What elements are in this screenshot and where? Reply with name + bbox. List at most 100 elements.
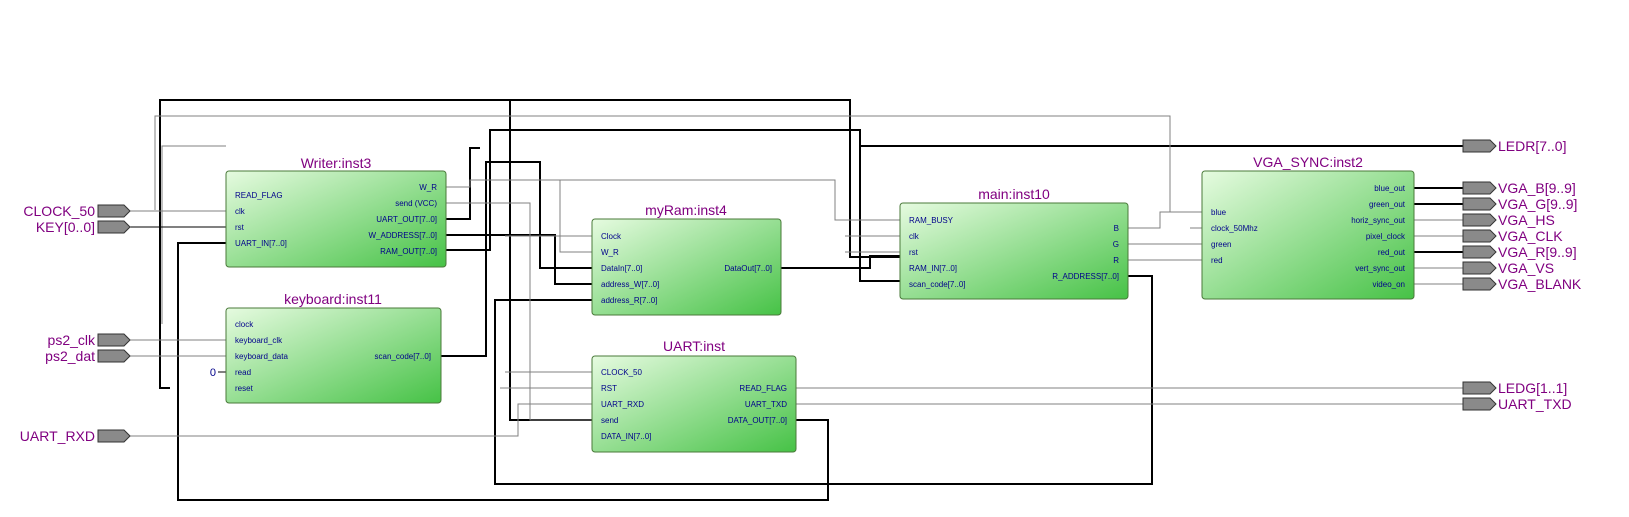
pin-label: VGA_VS xyxy=(1498,260,1554,276)
block-myram[interactable]: myRam:inst4 Clock W_R DataIn[7..0] addre… xyxy=(591,202,782,316)
port-data-in: DATA_IN[7..0] xyxy=(601,432,651,441)
port-send: send (VCC) xyxy=(395,199,437,208)
wire-scan-code-bus xyxy=(441,161,592,357)
pin-label: ps2_clk xyxy=(48,332,96,348)
port-w-r: W_R xyxy=(601,248,619,257)
block-body xyxy=(1201,170,1415,300)
output-pin-ledr[interactable]: LEDR[7..0] xyxy=(1462,138,1566,154)
port-read-flag: READ_FLAG xyxy=(235,191,283,200)
pin-label: UART_RXD xyxy=(20,428,95,444)
wire-ram-busy xyxy=(560,179,900,221)
input-pin-key[interactable]: KEY[0..0] xyxy=(36,219,131,235)
port-w-r: W_R xyxy=(419,183,437,192)
output-pins: LEDR[7..0] VGA_B[9..9] VGA_G[9..9] VGA_H… xyxy=(1462,138,1582,412)
wire-w-r xyxy=(446,179,592,253)
port-uart-rxd: UART_RXD xyxy=(601,400,644,409)
port-data-in: DataIn[7..0] xyxy=(601,264,642,273)
pin-label: LEDG[1..1] xyxy=(1498,380,1567,396)
port-green: green xyxy=(1211,240,1231,249)
pin-label: VGA_G[9..9] xyxy=(1498,196,1577,212)
output-pin-vga-r[interactable]: VGA_R[9..9] xyxy=(1462,244,1577,260)
port-scan-code: scan_code[7..0] xyxy=(909,280,965,289)
block-title: UART:inst xyxy=(663,338,725,354)
port-ram-out: RAM_OUT[7..0] xyxy=(380,247,437,256)
port-clk: clk xyxy=(909,232,920,241)
pin-label: KEY[0..0] xyxy=(36,219,95,235)
block-keyboard[interactable]: keyboard:inst11 clock keyboard_clk keybo… xyxy=(225,291,442,404)
wire-w-address-bus xyxy=(446,234,592,285)
block-uart[interactable]: UART:inst CLOCK_50 RST UART_RXD send DAT… xyxy=(591,338,797,453)
wire-uart-in-bus xyxy=(177,242,829,501)
wire-data-out-bus xyxy=(781,255,900,269)
port-address-w: address_W[7..0] xyxy=(601,280,659,289)
port-video-on: video_on xyxy=(1373,280,1405,289)
block-body xyxy=(591,218,782,316)
port-address-r: address_R[7..0] xyxy=(601,296,657,305)
output-pin-uart-txd[interactable]: UART_TXD xyxy=(1462,396,1572,412)
wire-send xyxy=(446,202,592,421)
wire-uart-out-bus xyxy=(446,147,480,220)
port-r-address: R_ADDRESS[7..0] xyxy=(1052,272,1119,281)
output-pin-vga-g[interactable]: VGA_G[9..9] xyxy=(1462,196,1577,212)
pin-label: VGA_HS xyxy=(1498,212,1555,228)
wire-uart-rxd xyxy=(130,403,592,437)
port-green-out: green_out xyxy=(1369,200,1406,209)
output-pin-ledg[interactable]: LEDG[1..1] xyxy=(1462,380,1567,396)
pin-label: VGA_CLK xyxy=(1498,228,1563,244)
wires xyxy=(130,99,1463,501)
pin-label: VGA_R[9..9] xyxy=(1498,244,1577,260)
port-rst: rst xyxy=(235,223,245,232)
port-clk: clk xyxy=(235,207,246,216)
port-send: send xyxy=(601,416,618,425)
input-pin-ps2-clk[interactable]: ps2_clk xyxy=(48,332,131,348)
port-ram-in: RAM_IN[7..0] xyxy=(909,264,957,273)
port-horiz-sync-out: horiz_sync_out xyxy=(1351,216,1406,225)
pin-label: VGA_BLANK xyxy=(1498,276,1582,292)
port-blue: blue xyxy=(1211,208,1227,217)
block-body xyxy=(899,202,1129,300)
port-read-flag: READ_FLAG xyxy=(739,384,787,393)
wire-ram-out-bus xyxy=(446,129,900,282)
wire-r-address-bus xyxy=(494,275,1153,485)
block-body xyxy=(225,307,442,404)
port-b: B xyxy=(1114,224,1119,233)
pin-label: ps2_dat xyxy=(45,348,95,364)
port-red: red xyxy=(1211,256,1223,265)
input-pin-ps2-dat[interactable]: ps2_dat xyxy=(45,348,131,364)
block-title: VGA_SYNC:inst2 xyxy=(1253,154,1363,170)
port-data-out: DataOut[7..0] xyxy=(724,264,772,273)
input-pin-clock-50[interactable]: CLOCK_50 xyxy=(23,203,131,219)
port-rst: RST xyxy=(601,384,617,393)
block-writer[interactable]: Writer:inst3 READ_FLAG clk rst UART_IN[7… xyxy=(225,155,447,268)
port-uart-in: UART_IN[7..0] xyxy=(235,239,287,248)
block-main[interactable]: main:inst10 RAM_BUSY clk rst RAM_IN[7..0… xyxy=(899,186,1129,300)
port-vert-sync-out: vert_sync_out xyxy=(1355,264,1406,273)
block-body xyxy=(591,355,797,453)
port-ram-busy: RAM_BUSY xyxy=(909,216,954,225)
wire-main-b xyxy=(1128,211,1202,229)
port-pixel-clock: pixel_clock xyxy=(1366,232,1406,241)
port-clock-50mhz: clock_50Mhz xyxy=(1211,224,1258,233)
output-pin-vga-blank[interactable]: VGA_BLANK xyxy=(1462,276,1582,292)
port-read: read xyxy=(235,368,251,377)
block-vga-sync[interactable]: VGA_SYNC:inst2 blue clock_50Mhz green re… xyxy=(1201,154,1415,300)
block-title: main:inst10 xyxy=(978,186,1050,202)
port-uart-out: UART_OUT[7..0] xyxy=(376,215,437,224)
pin-label: CLOCK_50 xyxy=(23,203,95,219)
port-data-out: DATA_OUT[7..0] xyxy=(728,416,787,425)
input-pin-uart-rxd[interactable]: UART_RXD xyxy=(20,428,131,444)
port-rst: rst xyxy=(909,248,919,257)
output-pin-vga-b[interactable]: VGA_B[9..9] xyxy=(1462,180,1576,196)
block-body xyxy=(225,170,447,268)
constant-read: 0 xyxy=(210,367,216,379)
port-blue-out: blue_out xyxy=(1374,184,1405,193)
port-scan-code: scan_code[7..0] xyxy=(375,352,431,361)
input-pins: CLOCK_50 KEY[0..0] ps2_clk ps2_dat UART_… xyxy=(20,203,131,444)
pin-label: UART_TXD xyxy=(1498,396,1572,412)
output-pin-vga-hs[interactable]: VGA_HS xyxy=(1462,212,1555,228)
output-pin-vga-clk[interactable]: VGA_CLK xyxy=(1462,228,1563,244)
output-pin-vga-vs[interactable]: VGA_VS xyxy=(1462,260,1554,276)
port-keyboard-data: keyboard_data xyxy=(235,352,288,361)
wire-uart-data-out-bus xyxy=(159,99,900,389)
